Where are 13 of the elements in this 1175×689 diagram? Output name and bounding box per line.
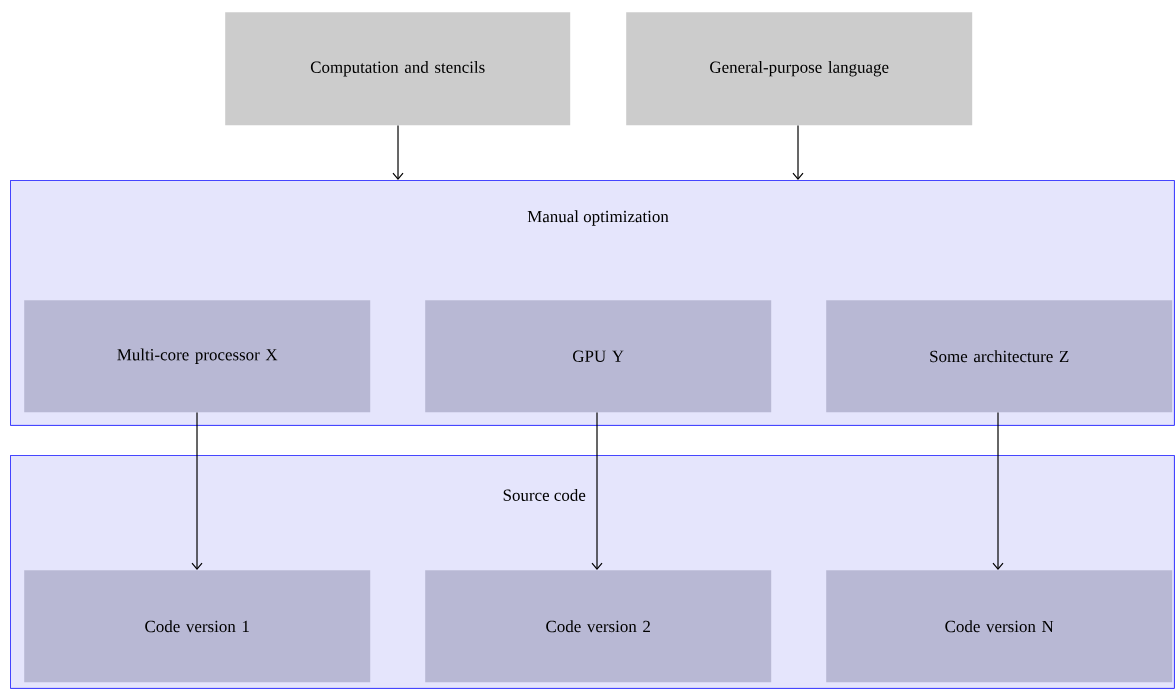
arrow xyxy=(992,411,1004,570)
process-box: GPU Y xyxy=(425,300,772,413)
process-box: General-purpose language xyxy=(626,12,973,126)
process-box: Code version N xyxy=(826,570,1173,683)
arrow xyxy=(392,124,404,180)
arrow xyxy=(792,124,804,180)
process-box: Some architecture Z xyxy=(826,300,1173,413)
process-box: Code version 1 xyxy=(24,570,371,683)
arrow xyxy=(191,411,203,570)
process-box: Multi-core processor X xyxy=(24,300,371,413)
process-box: Computation and stencils xyxy=(225,12,571,126)
arrow xyxy=(591,411,603,570)
process-box: Code version 2 xyxy=(425,570,772,683)
